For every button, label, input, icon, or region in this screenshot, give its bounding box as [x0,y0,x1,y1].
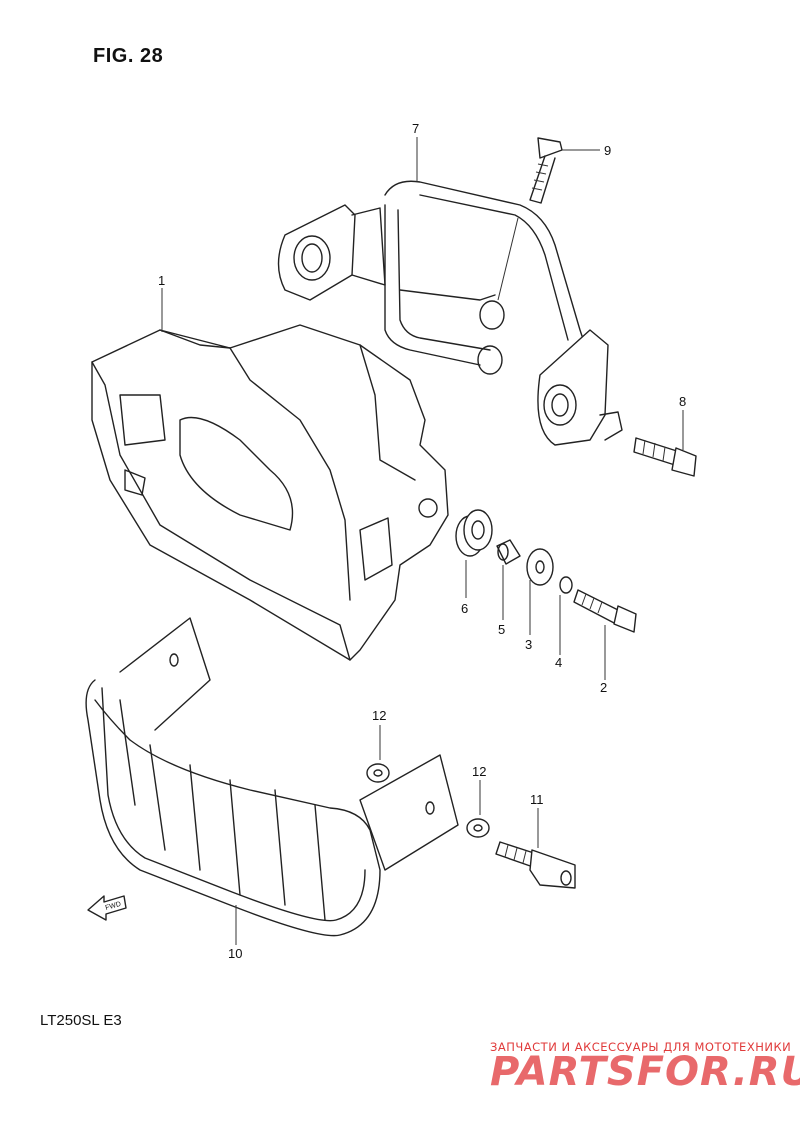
callout-1: 1 [158,273,165,288]
headlight-bracket [277,180,623,446]
callout-6: 6 [461,601,468,616]
grommet-6 [455,509,493,557]
callout-3: 3 [525,637,532,652]
watermark-tagline: ЗАПЧАСТИ И АКСЕССУАРЫ ДЛЯ МОТОТЕХНИКИ [490,1040,792,1054]
bolt-2 [573,589,637,633]
model-code: LT250SL E3 [40,1012,122,1029]
bolt-11 [495,841,576,889]
collar-5 [496,539,521,565]
watermark-logo: PARTSFOR.RU [490,1049,800,1095]
callout-8: 8 [679,394,686,409]
callout-11: 11 [530,792,544,807]
headlight-guard [85,617,459,937]
washer-4 [559,576,573,594]
callout-7: 7 [412,121,419,136]
callout-10: 10 [228,946,242,961]
washer-12b [466,818,490,838]
figure-title: FIG. 28 [93,45,164,67]
washer-3 [526,548,554,586]
headlight-housing [91,324,449,661]
callout-5: 5 [498,622,505,637]
callout-labels: 1 2 3 4 5 6 7 8 9 10 11 12 12 [158,121,686,961]
callout-12a: 12 [372,708,386,723]
callout-4: 4 [555,655,562,670]
washer-12a [366,763,390,783]
fwd-label: FWD [105,901,122,912]
bolt-8 [633,437,697,477]
callout-9: 9 [604,143,611,158]
callout-2: 2 [600,680,607,695]
bolt-9 [497,137,563,301]
fwd-arrow-icon: FWD [87,895,127,921]
callout-12b: 12 [472,764,486,779]
leader-lines [161,137,684,945]
